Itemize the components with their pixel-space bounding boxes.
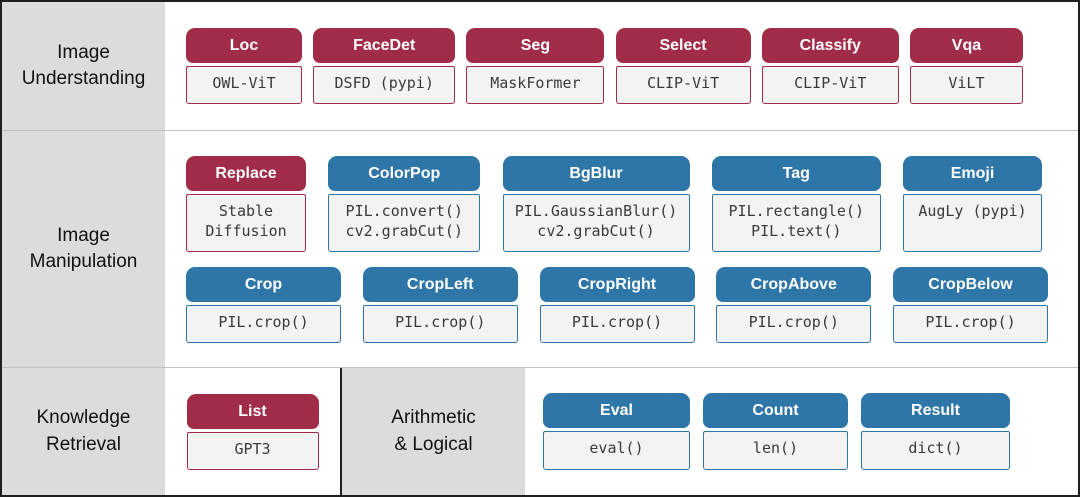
module-impl: OWL-ViT [186,66,302,104]
module-title: Result [861,393,1010,428]
module-card-classify: Classify CLIP-ViT [761,28,899,104]
arithmetic-logical-cards: Eval eval() Count len() Result dict() [525,368,1078,495]
module-card-cropright: CropRight PIL.crop() [539,266,695,343]
module-impl: MaskFormer [466,66,605,104]
module-impl: AugLy (pypi) [903,193,1042,252]
module-impl: CLIP-ViT [761,66,899,104]
module-title: ColorPop [328,155,481,191]
module-card-vqa: Vqa ViLT [909,28,1023,104]
module-impl: PIL.GaussianBlur() cv2.grabCut() [502,193,690,252]
module-impl: Stable Diffusion [186,193,306,252]
module-title: Seg [466,28,605,63]
manipulation-cards-bottom: Crop PIL.crop() CropLeft PIL.crop() Crop… [165,266,1078,343]
module-card-list: List GPT3 [186,393,319,470]
module-card-tag: Tag PIL.rectangle() PIL.text() [711,155,881,252]
module-impl: eval() [543,431,690,470]
module-impl: PIL.crop() [716,304,872,343]
manipulation-cards-top: Replace Stable Diffusion ColorPop PIL.co… [165,155,1078,252]
module-impl: GPT3 [186,431,319,470]
module-title: List [186,393,319,429]
module-impl: len() [703,431,848,470]
module-title: Crop [186,266,341,302]
module-card-colorpop: ColorPop PIL.convert() cv2.grabCut() [328,155,481,252]
module-title: BgBlur [502,155,690,191]
module-card-count: Count len() [703,393,848,470]
module-card-eval: Eval eval() [543,393,690,470]
module-impl: PIL.convert() cv2.grabCut() [328,193,481,252]
module-card-bgblur: BgBlur PIL.GaussianBlur() cv2.grabCut() [502,155,690,252]
module-impl: PIL.rectangle() PIL.text() [711,193,881,252]
row-image-understanding: Image Understanding Loc OWL-ViT FaceDet … [2,2,1078,131]
row-image-manipulation: Image Manipulation Replace Stable Diffus… [2,131,1078,368]
module-title: Count [703,393,848,428]
module-title: Emoji [903,155,1042,191]
module-impl: PIL.crop() [893,304,1048,343]
module-card-crop: Crop PIL.crop() [186,266,341,343]
module-title: Loc [186,28,302,63]
module-card-cropbelow: CropBelow PIL.crop() [893,266,1048,343]
module-impl: PIL.crop() [539,304,695,343]
module-card-seg: Seg MaskFormer [466,28,605,104]
module-impl: CLIP-ViT [615,66,751,104]
module-card-cropleft: CropLeft PIL.crop() [362,266,518,343]
module-title: Eval [543,393,690,428]
module-card-facedet: FaceDet DSFD (pypi) [313,28,456,104]
module-impl: PIL.crop() [362,304,518,343]
row-label-arithmetic-logical: Arithmetic & Logical [340,368,525,495]
module-card-emoji: Emoji AugLy (pypi) [903,155,1042,252]
module-card-loc: Loc OWL-ViT [186,28,302,104]
row-knowledge-arithmetic: Knowledge Retrieval List GPT3 Arithmetic… [2,368,1078,495]
module-title: CropBelow [893,266,1048,302]
module-impl: DSFD (pypi) [313,66,456,104]
module-card-replace: Replace Stable Diffusion [186,155,306,252]
module-card-select: Select CLIP-ViT [615,28,751,104]
module-impl: PIL.crop() [186,304,341,343]
module-card-result: Result dict() [861,393,1010,470]
module-title: Select [615,28,751,63]
module-title: CropAbove [716,266,872,302]
knowledge-retrieval-cards: List GPT3 [165,368,340,495]
module-title: Replace [186,155,306,191]
module-title: Vqa [909,28,1023,63]
module-impl: dict() [861,431,1010,470]
row-label-image-understanding: Image Understanding [2,2,165,130]
module-title: CropRight [539,266,695,302]
module-title: CropLeft [362,266,518,302]
module-title: Classify [761,28,899,63]
row-label-image-manipulation: Image Manipulation [2,131,165,367]
image-manipulation-cards: Replace Stable Diffusion ColorPop PIL.co… [165,131,1078,367]
image-understanding-cards: Loc OWL-ViT FaceDet DSFD (pypi) Seg Mask… [165,2,1078,130]
module-card-cropabove: CropAbove PIL.crop() [716,266,872,343]
module-title: FaceDet [313,28,456,63]
module-title: Tag [711,155,881,191]
module-impl: ViLT [909,66,1023,104]
row-label-knowledge-retrieval: Knowledge Retrieval [2,368,165,495]
